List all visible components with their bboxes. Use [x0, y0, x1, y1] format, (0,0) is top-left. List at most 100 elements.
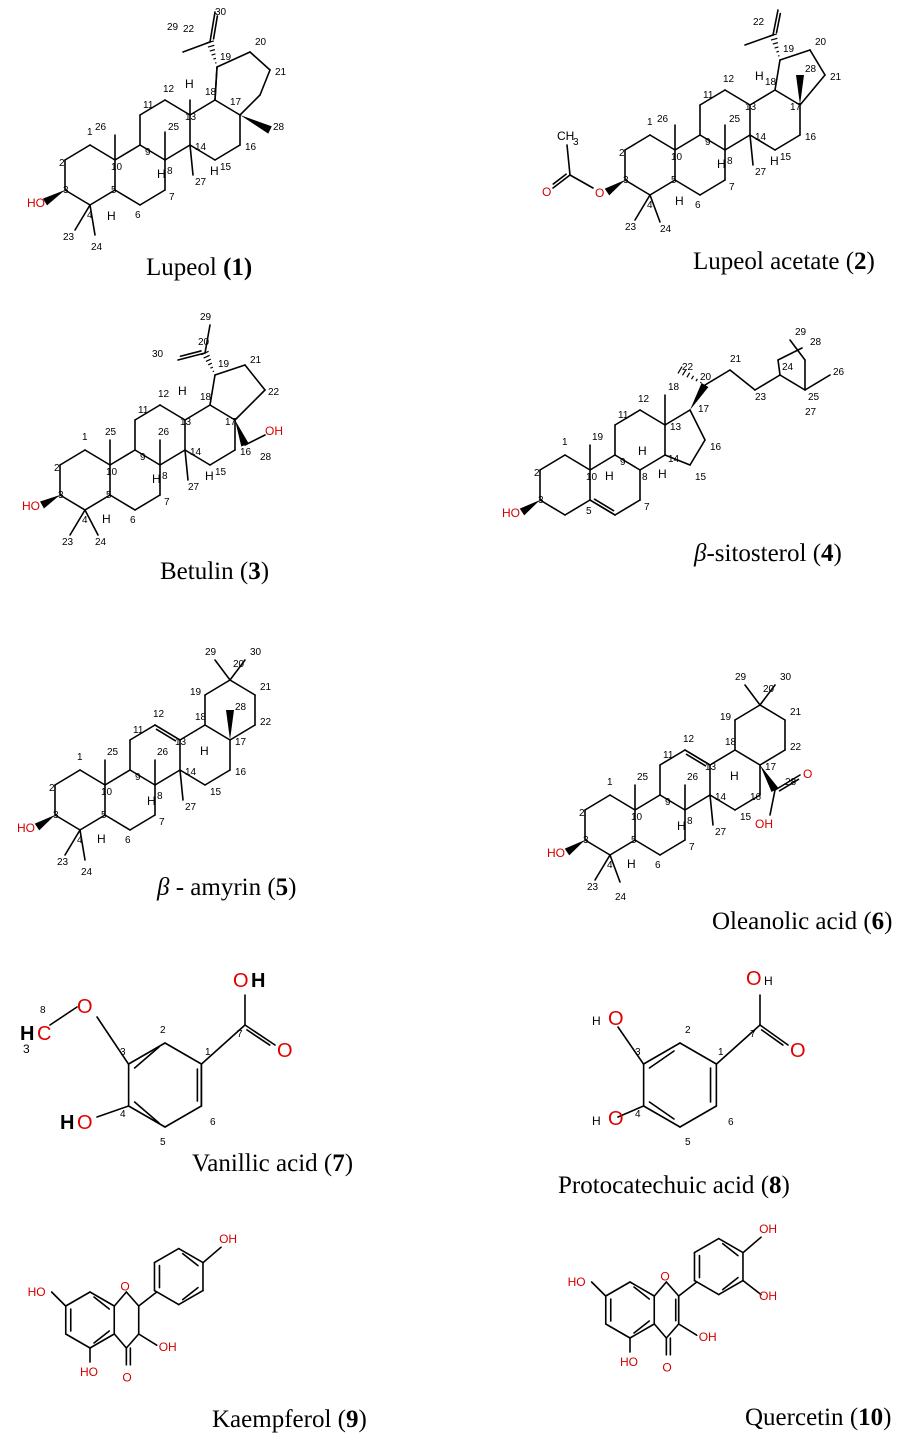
bond: [204, 679, 231, 696]
bond: [609, 794, 636, 811]
bond: [96, 1105, 130, 1118]
bond: [74, 204, 91, 231]
bond: [744, 34, 774, 46]
bond: [774, 774, 801, 791]
bond: [653, 1323, 668, 1339]
bond: [153, 1289, 180, 1306]
bond: [552, 174, 571, 189]
bond: [617, 1105, 645, 1118]
atom-number: 13: [745, 102, 757, 113]
bond: [109, 494, 136, 511]
atom-number: 1: [647, 117, 653, 128]
bond: [181, 1252, 199, 1267]
atom-number: 5: [671, 175, 677, 186]
atom-number: 17: [790, 102, 802, 113]
bond: [202, 1246, 222, 1264]
atom-number: 4: [607, 860, 613, 871]
bond: [642, 1042, 681, 1065]
atom-number: 21: [730, 354, 742, 365]
bond: [777, 359, 781, 376]
bond: [179, 724, 206, 741]
bond: [204, 324, 211, 354]
bond: [204, 769, 231, 786]
h-label: H: [717, 157, 726, 171]
bond: [229, 679, 256, 696]
atom-number: 4: [87, 210, 93, 221]
hydroxyl-h-label: H: [764, 974, 773, 988]
atom-number: 7: [750, 1029, 756, 1040]
bond: [704, 369, 731, 386]
methyl-h-label: H: [20, 1023, 34, 1045]
atom-number: 2: [59, 158, 65, 169]
bond: [639, 454, 666, 471]
bond: [759, 1024, 789, 1046]
bond: [179, 769, 184, 801]
atom-number: 22: [260, 717, 272, 728]
bond: [774, 59, 781, 91]
bond: [244, 434, 266, 446]
caption-vanillic-acid: Vanillic acid (7): [192, 1150, 354, 1177]
atom-number: 21: [830, 72, 842, 83]
bond: [717, 1279, 744, 1296]
bond: [609, 854, 621, 883]
bond: [679, 1042, 718, 1065]
bond: [104, 814, 131, 831]
atom-number: 2: [579, 808, 585, 819]
bond: [164, 1042, 203, 1065]
atom-number: 16: [710, 442, 722, 453]
bond: [214, 659, 231, 681]
atom-number: 15: [695, 472, 707, 483]
bond: [155, 728, 177, 742]
atom-number: 1: [82, 432, 88, 443]
bond: [181, 1286, 199, 1301]
atom-number: 10: [101, 787, 113, 798]
atom-number: 1: [77, 752, 83, 763]
atom-number: 29: [205, 647, 217, 658]
bond: [775, 12, 782, 34]
h-label: H: [102, 512, 111, 526]
atom-number: 4: [647, 200, 653, 211]
bond: [724, 134, 751, 151]
atom-number: 7: [644, 502, 650, 513]
hydroxyl-label: HO: [547, 846, 565, 860]
h-label: H: [770, 154, 779, 168]
bond: [677, 1281, 698, 1297]
bond: [664, 409, 691, 426]
hash-bond: [209, 49, 216, 52]
bond: [759, 684, 776, 706]
hydroxyl-h-label: H: [592, 1014, 601, 1028]
hydroxyl-label: OH: [755, 817, 773, 831]
bond: [214, 144, 241, 161]
wedge-bond: [40, 495, 60, 509]
atom-number: 11: [138, 405, 149, 416]
bond: [642, 1105, 681, 1128]
atom-number: 25: [637, 772, 649, 783]
bond: [629, 1281, 656, 1297]
atom-number: 6: [655, 860, 661, 871]
bond: [634, 794, 661, 811]
bond: [212, 15, 219, 40]
bond: [594, 854, 611, 881]
bond: [709, 794, 714, 826]
carbonyl-oxygen-label: O: [542, 185, 551, 199]
atom-number: 22: [183, 24, 195, 35]
atom-number: 9: [620, 457, 626, 468]
hash-bond: [212, 370, 215, 373]
atom-number: 1: [718, 1047, 724, 1058]
bond: [744, 684, 761, 706]
atom-number: 6: [210, 1117, 216, 1128]
h-label: H: [658, 467, 667, 481]
atom-number: 8: [167, 166, 173, 177]
atom-number: 28: [260, 452, 272, 463]
bond: [674, 179, 701, 196]
atom-number: 28: [805, 64, 817, 75]
atom-number: 24: [615, 892, 627, 903]
caption-betulin: Betulin (3): [160, 558, 270, 585]
bond: [89, 1333, 116, 1349]
atom-number: 14: [755, 132, 767, 143]
bond: [96, 1016, 130, 1065]
atom-number: 17: [765, 762, 777, 773]
atom-number: 16: [805, 132, 817, 143]
atom-number: 27: [755, 167, 767, 178]
bond: [139, 99, 166, 116]
